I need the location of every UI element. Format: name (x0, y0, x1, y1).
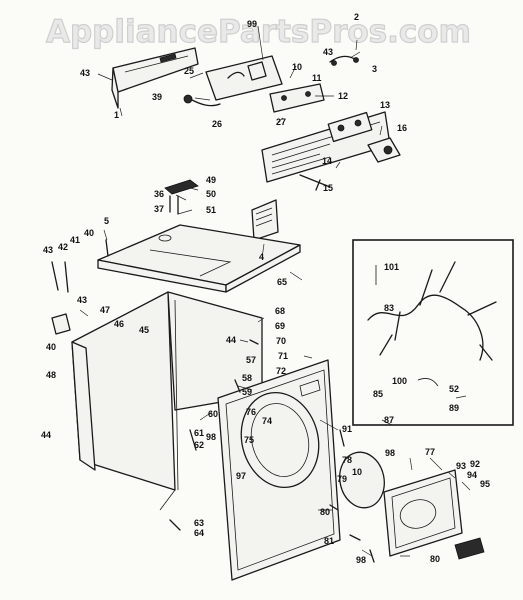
part-label: 70 (276, 336, 286, 346)
part-label: 93 (456, 461, 466, 471)
part-label: 48 (46, 370, 56, 380)
part-label: 49 (206, 175, 216, 185)
part-label: 65 (277, 277, 287, 287)
part-label: 62 (194, 440, 204, 450)
door-assembly (383, 469, 463, 557)
watermark-text: AppliancePartsPros.com (46, 14, 471, 50)
part-label: 61 (194, 428, 204, 438)
part-label: 10 (292, 62, 302, 72)
timer-knob-assembly (329, 55, 359, 66)
part-label: 101 (384, 262, 399, 272)
part-labels: 99 2 43 3 43 1 25 10 11 39 26 12 27 13 1… (41, 12, 490, 565)
timer-switch (367, 137, 401, 163)
part-label: 69 (275, 321, 285, 331)
part-label: 64 (194, 528, 204, 538)
part-label: 12 (338, 91, 348, 101)
part-label: 75 (244, 435, 254, 445)
part-label: 1 (114, 110, 119, 120)
part-label: 16 (397, 123, 407, 133)
part-label: 98 (356, 555, 366, 565)
part-label: 42 (58, 242, 68, 252)
part-label: 27 (276, 117, 286, 127)
part-label: 26 (212, 119, 222, 129)
part-label: 25 (184, 66, 194, 76)
part-label: 39 (152, 92, 162, 102)
leader-lines (79, 25, 471, 557)
part-label: 72 (276, 366, 286, 376)
part-label: 95 (480, 479, 490, 489)
part-label: 63 (194, 518, 204, 528)
part-label: 43 (43, 245, 53, 255)
part-label: 87 (384, 415, 394, 425)
part-label: 92 (470, 459, 480, 469)
part-label: 52 (449, 384, 459, 394)
part-label: 44 (226, 335, 236, 345)
part-label: 77 (425, 447, 435, 457)
part-label: 41 (70, 235, 80, 245)
part-label: 51 (206, 205, 216, 215)
console-screws (299, 174, 331, 191)
part-label: 14 (322, 156, 332, 166)
part-label: 45 (139, 325, 149, 335)
part-label: 57 (246, 355, 256, 365)
part-label: 15 (323, 183, 333, 193)
part-label: 43 (77, 295, 87, 305)
part-label: 40 (46, 342, 56, 352)
part-label: 44 (41, 430, 51, 440)
part-label: 40 (84, 228, 94, 238)
wiring-diagram-label (251, 199, 279, 241)
part-label: 10 (352, 467, 362, 477)
door-glass (339, 451, 385, 509)
fasteners (51, 239, 375, 563)
part-label: 89 (449, 403, 459, 413)
part-label: 36 (154, 189, 164, 199)
console-mount-bracket (183, 55, 283, 107)
part-label: 4 (259, 252, 264, 262)
part-label: 78 (342, 455, 352, 465)
part-label: 37 (154, 204, 164, 214)
part-label: 43 (323, 47, 333, 57)
cabinet-top (97, 224, 301, 293)
part-label: 13 (380, 100, 390, 110)
part-label: 5 (104, 216, 109, 226)
part-label: 58 (242, 373, 252, 383)
part-label: 11 (312, 73, 322, 83)
part-label: 85 (373, 389, 383, 399)
part-label: 60 (208, 409, 218, 419)
console-end-cap (111, 47, 199, 109)
part-label: 80 (430, 554, 440, 564)
part-label: 81 (324, 536, 334, 546)
part-label: 98 (206, 432, 216, 442)
control-bracket-small (269, 83, 325, 113)
front-panel (217, 359, 341, 581)
part-label: 83 (384, 303, 394, 313)
part-label: 80 (320, 507, 330, 517)
part-label: 50 (206, 189, 216, 199)
part-label: 2 (354, 12, 359, 22)
part-label: 97 (236, 471, 246, 481)
part-label: 46 (114, 319, 124, 329)
wiring-harness-inset (352, 239, 514, 426)
part-label: 76 (246, 407, 256, 417)
part-label: 68 (275, 306, 285, 316)
part-label: 100 (392, 376, 407, 386)
part-label: 91 (342, 424, 352, 434)
part-label: 79 (337, 474, 347, 484)
part-label: 47 (100, 305, 110, 315)
door-switch-cover (164, 179, 199, 215)
part-label: 3 (372, 64, 377, 74)
part-label: 43 (80, 68, 90, 78)
part-label: 94 (467, 470, 477, 480)
part-label: 74 (262, 416, 272, 426)
door-handle (454, 537, 485, 560)
cabinet (71, 291, 263, 511)
part-label: 59 (242, 387, 252, 397)
part-label: 99 (247, 19, 257, 29)
part-label: 71 (278, 351, 288, 361)
part-label: 98 (385, 448, 395, 458)
